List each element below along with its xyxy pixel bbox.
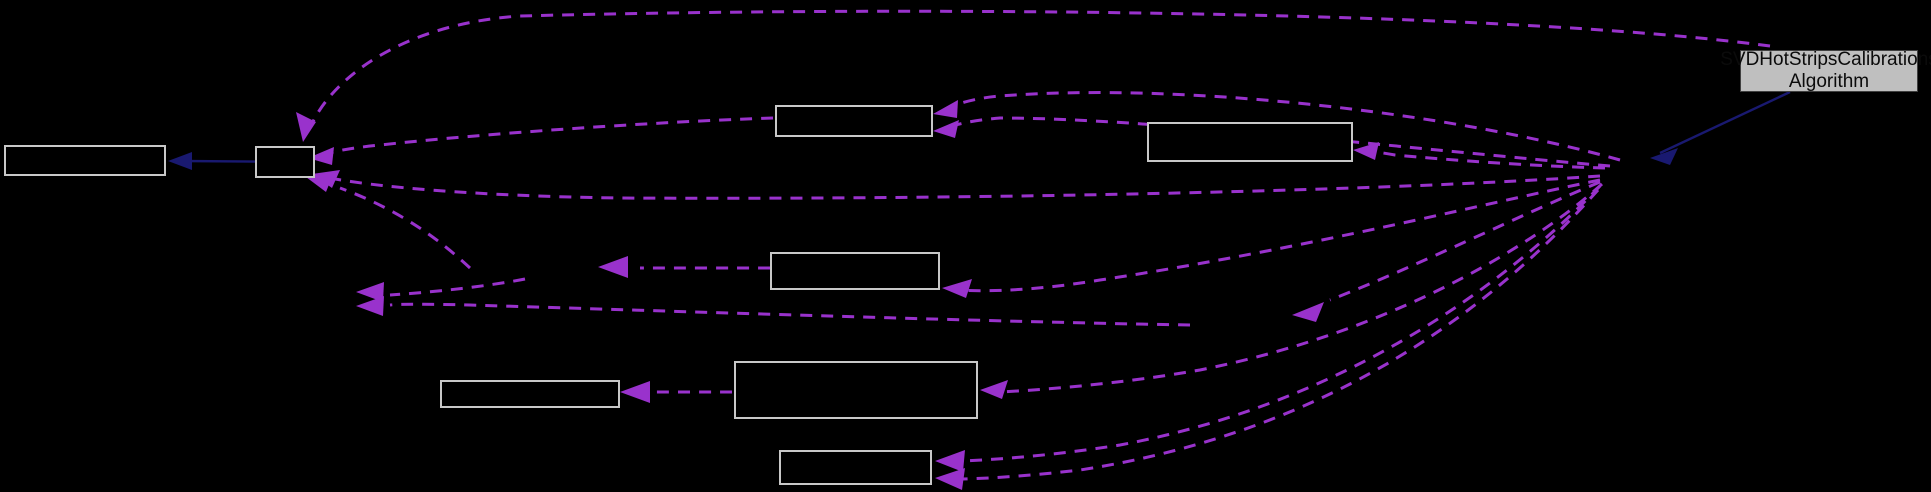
node-lower-mid[interactable] — [734, 361, 978, 419]
arrowhead-usage-top — [296, 112, 316, 142]
edge-usage-current-mid — [942, 178, 1601, 298]
node-label-current: SVDHotStripsCalibrations Algorithm — [1720, 48, 1931, 92]
arrowhead-upper-mid-a — [933, 100, 958, 118]
arrowhead-current-bottom-b — [935, 468, 965, 490]
arrowhead-long-low — [312, 170, 340, 188]
edge-usage-current-bottom-b — [935, 189, 1600, 490]
arrowhead-current-lowermid — [980, 380, 1008, 399]
arrowhead-upper-mid-b — [933, 120, 959, 138]
node-mid[interactable] — [770, 252, 940, 290]
arrowhead-current-bottom-a — [935, 450, 965, 472]
edge-inheritance-current — [168, 90, 1791, 170]
arrowhead-lowerleft — [620, 381, 650, 403]
edge-usage-long-low — [312, 170, 1601, 200]
node-upper-mid[interactable] — [775, 105, 933, 137]
edge-usage-midright-float — [1292, 180, 1601, 322]
node-lower-left[interactable] — [440, 380, 620, 408]
arrowhead-midleft-upper — [356, 282, 384, 302]
arrowhead-current-mid — [942, 279, 972, 298]
node-bottom[interactable] — [779, 450, 932, 485]
arrowhead-into-mid-left — [598, 256, 628, 278]
node-svdhotstripscalibrationsalgorithm[interactable]: SVDHotStripsCalibrations Algorithm — [1720, 49, 1931, 92]
edge-usage-top — [296, 9, 1771, 142]
arrowhead-inheritance — [1650, 148, 1678, 165]
edge-usage-current-bottom-a — [935, 184, 1602, 472]
edge-usage-midleft-upper — [356, 277, 526, 302]
edge-usage-lowermid-lowerleft — [620, 381, 732, 403]
edge-usage-current-lowermid — [980, 182, 1604, 399]
node-far-left[interactable] — [4, 145, 166, 176]
edge-usage-hub-below — [306, 172, 472, 270]
edge-usage-upper-right — [1353, 142, 1606, 170]
arrowhead-midleft-lower — [356, 296, 384, 316]
arrowhead-inheritance-left — [168, 152, 192, 170]
edge-usage-midleft-lower — [356, 296, 1191, 327]
edge-usage-into-mid-left — [598, 256, 770, 278]
edge-usage-bottom-hub — [392, 304, 1240, 330]
edge-usage-uppermid-hub — [308, 116, 774, 165]
arrowhead-midright-float — [1292, 302, 1324, 322]
node-upper-right[interactable] — [1147, 122, 1353, 162]
arrowhead-upper-right — [1353, 142, 1379, 160]
node-hub[interactable] — [255, 146, 315, 178]
